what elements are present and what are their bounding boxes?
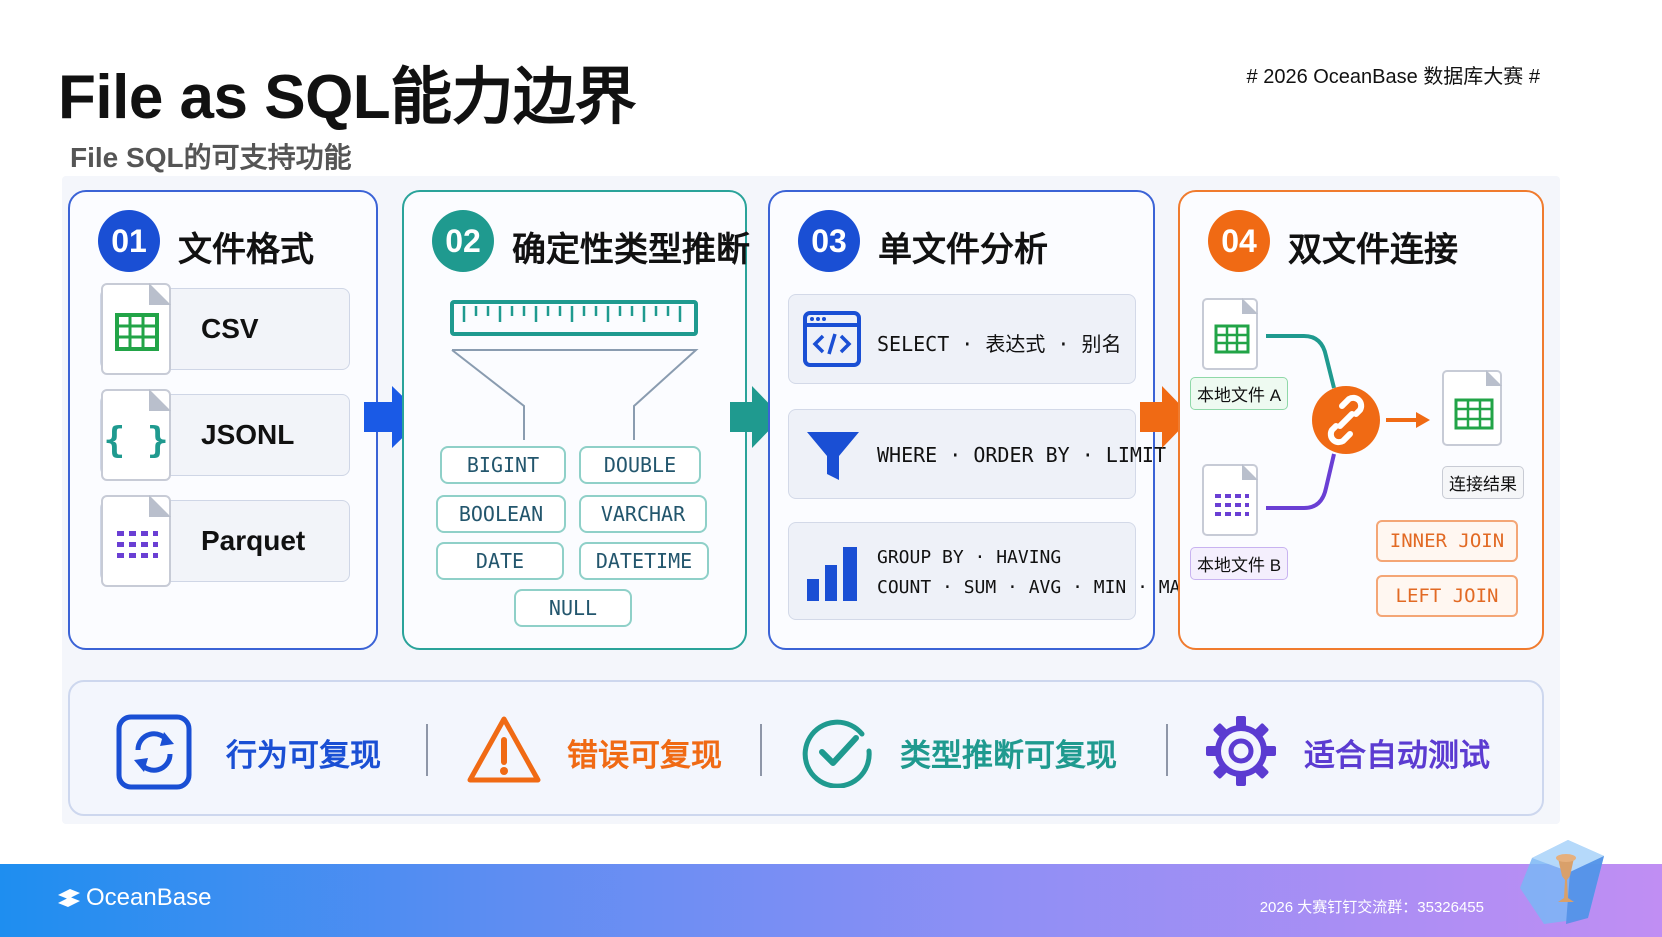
page-subtitle: File SQL的可支持功能: [70, 142, 352, 173]
card-single-file-analysis: 03 单文件分析 SELECT · 表达式 · 别名 WHERE · ORDER…: [768, 190, 1191, 650]
code-window-icon: [803, 311, 861, 367]
format-item-parquet: Parquet: [100, 495, 350, 587]
features-bar: 行为可复现 错误可复现 类型推断可复现 适合自动测试: [68, 680, 1544, 816]
columnar-icon: [101, 495, 171, 587]
card-number: 04: [1208, 210, 1270, 272]
trophy-cube-icon: [1520, 840, 1604, 924]
card-number: 03: [798, 210, 860, 272]
join-result-label: 连接结果: [1442, 466, 1524, 499]
card-number: 02: [432, 210, 494, 272]
join-connector-icon: [1266, 334, 1430, 510]
feature-label: 行为可复现: [226, 738, 381, 773]
card-file-formats: 01 文件格式 CSV { } JSONL: [68, 190, 378, 650]
format-label: Parquet: [201, 525, 306, 556]
spreadsheet-icon: [1442, 370, 1502, 446]
feature-label: 错误可复现: [567, 738, 722, 773]
analysis-row-text: WHERE · ORDER BY · LIMIT: [877, 443, 1166, 467]
card-dual-file-join: 04 双文件连接 本地文件 A 本地文件 B: [1178, 190, 1544, 650]
divider: [426, 724, 428, 776]
page-title: File as SQL能力边界: [58, 63, 637, 132]
bar-chart-icon: [807, 547, 857, 601]
refresh-icon: [116, 714, 192, 790]
type-pill: NULL: [514, 589, 632, 627]
type-pill: DOUBLE: [579, 446, 701, 484]
format-label: CSV: [201, 313, 259, 344]
footer-note: 2026 大赛钉钉交流群：35326455: [1259, 899, 1484, 916]
brand-name: OceanBase: [86, 884, 212, 911]
card-title: 双文件连接: [1288, 231, 1458, 269]
gear-icon: [1206, 716, 1276, 786]
format-label: JSONL: [201, 419, 295, 450]
spreadsheet-icon: [101, 283, 171, 375]
feature-label: 类型推断可复现: [900, 738, 1117, 773]
card-title: 单文件分析: [878, 231, 1048, 269]
analysis-row-text: COUNT · SUM · AVG · MIN · MAX: [877, 577, 1192, 598]
filter-icon: [807, 432, 859, 480]
type-pill: DATETIME: [579, 542, 709, 580]
divider: [1166, 724, 1168, 776]
footer: OceanBase 2026 大赛钉钉交流群：35326455: [0, 864, 1662, 937]
feature-label: 适合自动测试: [1304, 738, 1490, 773]
analysis-row-where: WHERE · ORDER BY · LIMIT: [788, 409, 1166, 499]
type-pill: DATE: [436, 542, 564, 580]
card-title: 文件格式: [178, 231, 314, 269]
type-pill: BIGINT: [440, 446, 566, 484]
analysis-row-text: GROUP BY · HAVING: [877, 547, 1062, 568]
arrow-right-icon: [1140, 386, 1192, 448]
oceanbase-logo: OceanBase: [56, 884, 211, 912]
inner-join-pill: INNER JOIN: [1376, 520, 1518, 562]
card-title: 确定性类型推断: [512, 231, 750, 269]
file-b-label: 本地文件 B: [1190, 547, 1289, 580]
svg-text:{ }: { }: [103, 420, 168, 461]
analysis-row-text: SELECT · 表达式 · 别名: [877, 332, 1122, 356]
card-type-inference: 02 确定性类型推断 BIGINT DOUBLE BOOLEAN VARCHAR…: [402, 190, 750, 650]
type-pill: BOOLEAN: [436, 495, 566, 533]
braces-icon: { }: [101, 389, 171, 481]
analysis-row-group: GROUP BY · HAVING COUNT · SUM · AVG · MI…: [788, 522, 1191, 620]
analysis-row-select: SELECT · 表达式 · 别名: [788, 294, 1136, 384]
columnar-icon: [1202, 464, 1258, 536]
arrow-right-icon: [730, 386, 782, 448]
left-join-pill: LEFT JOIN: [1376, 575, 1518, 617]
format-item-jsonl: { } JSONL: [100, 389, 350, 481]
format-item-csv: CSV: [100, 283, 350, 375]
contest-tag: # 2026 OceanBase 数据库大赛 #: [1246, 66, 1540, 88]
check-circle-icon: [802, 719, 872, 788]
divider: [760, 724, 762, 776]
card-number: 01: [98, 210, 160, 272]
arrow-right-icon: [364, 386, 424, 448]
spreadsheet-icon: [1202, 298, 1258, 370]
warning-icon: [467, 716, 541, 783]
file-a-label: 本地文件 A: [1190, 377, 1289, 410]
ruler-funnel-icon: [450, 300, 699, 440]
oceanbase-logo-icon: [58, 889, 80, 907]
type-pill: VARCHAR: [579, 495, 707, 533]
